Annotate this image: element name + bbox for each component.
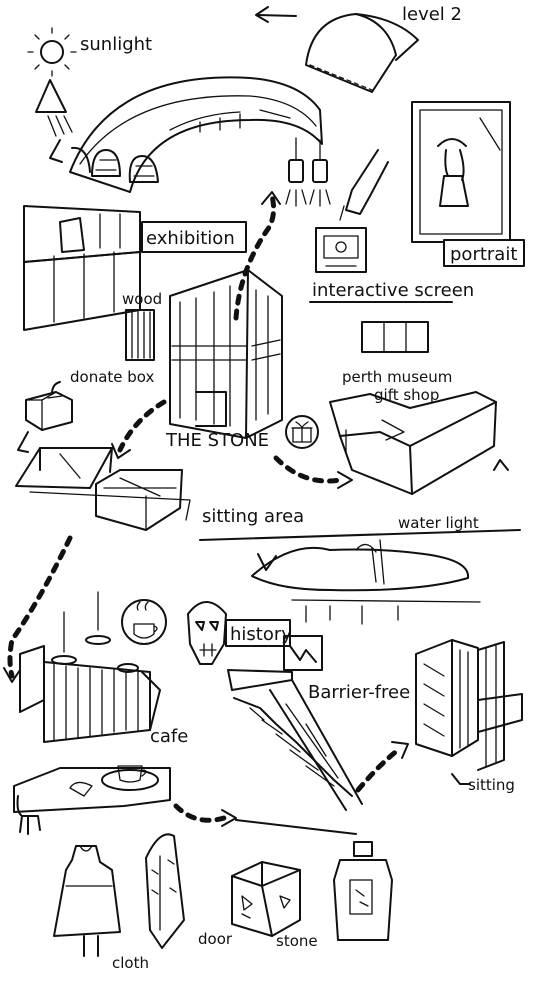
flow-arrow-to-cafe bbox=[7, 535, 73, 679]
chair-sketch bbox=[16, 795, 41, 835]
level-2-arrow-icon bbox=[255, 6, 297, 23]
water-light-sketch bbox=[251, 539, 481, 625]
door-sketch bbox=[145, 833, 185, 949]
flow-arrowhead-stairs bbox=[221, 809, 237, 827]
sunlight-ray-arrow bbox=[35, 79, 67, 113]
gift-shop-arrow bbox=[493, 459, 509, 471]
flow-arrowhead-benches bbox=[111, 443, 131, 459]
panel-dividers bbox=[383, 321, 407, 353]
dome-roof-sketch bbox=[305, 13, 419, 93]
cafe-counter-sketch bbox=[13, 645, 171, 813]
exhibition-label: exhibition bbox=[146, 228, 235, 249]
portrait-frame bbox=[411, 101, 511, 243]
coffee-cup-icon bbox=[121, 599, 167, 645]
gift-shop-label-2: gift shop bbox=[374, 386, 439, 404]
interactive-screen-label: interactive screen bbox=[312, 280, 474, 301]
skull-icon bbox=[187, 601, 227, 665]
sun-icon bbox=[27, 27, 77, 77]
history-label-box bbox=[225, 619, 291, 647]
portrait-label: portrait bbox=[450, 244, 517, 265]
interactive-screen-sketch bbox=[315, 227, 367, 273]
flow-arrow-to-spotlights bbox=[233, 193, 277, 321]
sitting-arrow bbox=[451, 773, 471, 785]
sitting-label: sitting bbox=[468, 776, 515, 794]
donate-label: donate box bbox=[70, 368, 155, 386]
spotlight-icon bbox=[285, 137, 331, 207]
cafe-label: cafe bbox=[150, 726, 188, 747]
door-label: door bbox=[198, 930, 233, 948]
lightning-icon bbox=[283, 635, 323, 671]
exhibition-cabinet-sketch bbox=[23, 205, 141, 331]
the-stone-label: THE STONE bbox=[165, 430, 269, 451]
flow-arrow-to-sitting bbox=[355, 747, 401, 793]
sitting-area-underline bbox=[199, 529, 521, 541]
flow-arrow-to-benches bbox=[117, 399, 167, 453]
cloth-label: cloth bbox=[112, 954, 149, 972]
flow-arrowhead-sitting bbox=[391, 741, 409, 759]
sitting-bench-right-sketch bbox=[415, 639, 523, 771]
gift-shop-building-sketch bbox=[329, 391, 497, 495]
flow-arrowhead-cafe bbox=[3, 667, 21, 683]
arched-gallery-sketch bbox=[69, 76, 323, 193]
flow-arrow-to-gift-shop bbox=[273, 455, 343, 484]
sunlight-label: sunlight bbox=[80, 34, 152, 55]
the-stone-tower-sketch bbox=[169, 269, 283, 439]
donate-box-sketch bbox=[17, 381, 73, 453]
gift-shop-label-1: perth museum bbox=[342, 368, 452, 386]
sunlight-arrow-curve bbox=[49, 139, 63, 163]
level-label: level 2 bbox=[402, 4, 462, 25]
flow-arrowhead-gift-shop bbox=[337, 471, 353, 489]
stone-block-sketch bbox=[231, 861, 301, 937]
barrier-free-label: Barrier-free bbox=[308, 682, 410, 703]
sitting-area-bench-sketch bbox=[15, 447, 191, 531]
flow-arrowhead-spotlights bbox=[261, 191, 281, 205]
stone-label: stone bbox=[276, 932, 318, 950]
sunlight-rays bbox=[47, 115, 73, 137]
cafe-cup-plate-icon bbox=[101, 765, 159, 791]
cloth-dress-sketch bbox=[53, 845, 121, 957]
flow-arrow-to-stairs bbox=[173, 803, 227, 823]
gift-box-icon bbox=[333, 841, 393, 941]
water-light-label: water light bbox=[398, 514, 479, 532]
gift-icon bbox=[285, 415, 319, 449]
exhibition-label-box bbox=[141, 221, 247, 253]
hand-pointer-icon bbox=[339, 149, 389, 221]
portrait-label-box bbox=[443, 239, 525, 267]
history-label: history bbox=[230, 624, 292, 645]
wood-label: wood bbox=[122, 290, 162, 308]
wood-panel-sketch bbox=[125, 309, 155, 361]
sitting-area-label: sitting area bbox=[202, 506, 304, 527]
stairs-sketch bbox=[227, 669, 363, 835]
panel-sketch bbox=[361, 321, 429, 353]
